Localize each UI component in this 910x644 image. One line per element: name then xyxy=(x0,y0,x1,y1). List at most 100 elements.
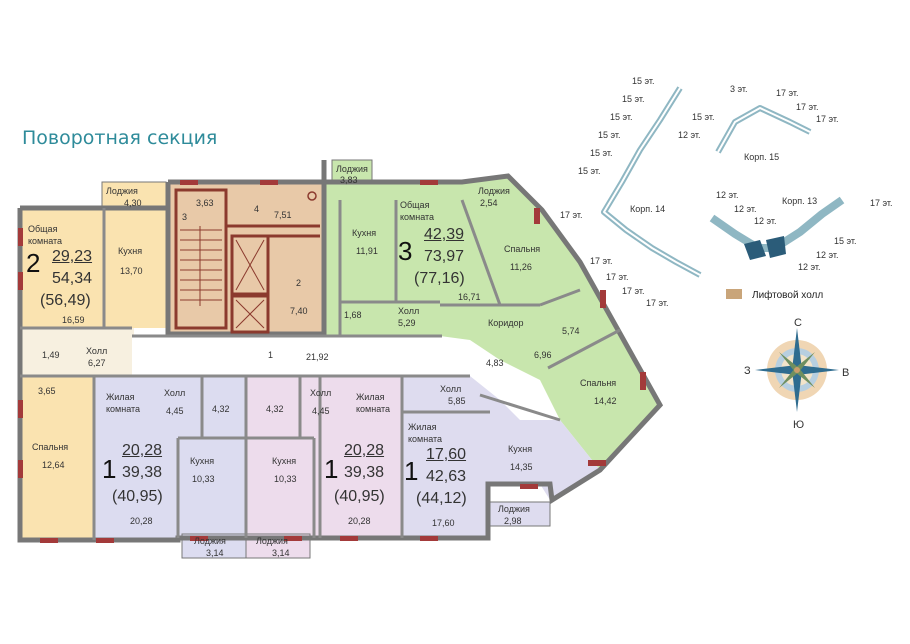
keyplan-floor: 17 эт. xyxy=(606,272,629,282)
circle-4: 4 xyxy=(254,204,260,214)
apt3-fill xyxy=(324,176,660,470)
apt3-loggia2-value: 2,54 xyxy=(480,198,498,208)
core-area-3: 7,40 xyxy=(290,306,308,316)
apt1a-room-label-1: Жилая xyxy=(106,392,135,402)
keyplan-floor: 15 эт. xyxy=(590,148,613,158)
apt1b-total-area: 39,38 xyxy=(344,464,385,481)
apt3-loggia-label: Лоджия xyxy=(336,164,368,174)
core-area-1: 3,63 xyxy=(196,198,214,208)
keyplan-floor: 3 эт. xyxy=(730,84,748,94)
compass-north: С xyxy=(794,317,802,329)
apt3-bath-area: 5,74 xyxy=(562,326,580,336)
corridor-fill xyxy=(132,336,442,376)
apt3-common-label-2: комната xyxy=(400,212,435,222)
apt1c-hall-area: 5,85 xyxy=(448,396,466,406)
apt1a-loggia-area: (40,95) xyxy=(112,488,163,505)
circle-1: 1 xyxy=(268,350,274,360)
apt1c-room-label-2: комната xyxy=(408,434,443,444)
apt1a-kitchen-area: 10,33 xyxy=(192,474,215,484)
loggia-b-value: 3,14 xyxy=(272,548,290,558)
loggia-a-value: 3,14 xyxy=(206,548,224,558)
keyplan-floor: 12 эт. xyxy=(716,190,739,200)
apt1b-living-area: 20,28 xyxy=(344,442,385,459)
apt1c-kitchen-label: Кухня xyxy=(508,444,533,454)
apt1b-loggia-area: (40,95) xyxy=(334,488,385,505)
apt2-rooms: 2 xyxy=(26,248,41,278)
core-area-2: 7,51 xyxy=(274,210,292,220)
legend-swatch xyxy=(726,289,742,299)
apt1a-rooms: 1 xyxy=(102,454,117,484)
keyplan-building-13: Корп. 13 xyxy=(782,196,818,206)
apt3-hall-label: Холл xyxy=(398,306,420,316)
apt1b-hall-area: 4,45 xyxy=(312,406,330,416)
apt1c-room-area: 17,60 xyxy=(432,518,455,528)
loggia-c-value: 2,98 xyxy=(504,516,522,526)
apt1b-bath-area: 4,32 xyxy=(266,404,284,414)
keyplan-floor: 15 эт. xyxy=(834,236,857,246)
keyplan-floor: 15 эт. xyxy=(622,94,645,104)
compass-west: З xyxy=(744,365,751,377)
keyplan-floor: 15 эт. xyxy=(610,112,633,122)
apt3-loggia-area: (77,16) xyxy=(414,270,465,287)
compass-south: Ю xyxy=(793,419,805,431)
apt3-bedroom1-label: Спальня xyxy=(504,244,541,254)
keyplan-floor: 12 эт. xyxy=(678,130,701,140)
apt1b-fill xyxy=(300,376,402,538)
apt2-kitchen-area: 13,70 xyxy=(120,266,143,276)
apt3-hall-area: 5,29 xyxy=(398,318,416,328)
apt1a-total-area: 39,38 xyxy=(122,464,163,481)
keyplan-floor: 15 эт. xyxy=(578,166,601,176)
apt1c-total-area: 42,63 xyxy=(426,468,467,485)
keyplan-floor: 17 эт. xyxy=(816,114,839,124)
apt2-loggia-fill xyxy=(101,181,167,209)
apt2-hall-fill xyxy=(20,328,134,376)
apt3-hall2-area: 6,96 xyxy=(534,350,552,360)
apt2-fill xyxy=(20,208,168,328)
apt2-bedroom-fill xyxy=(20,376,94,538)
apt3-rooms: 3 xyxy=(398,236,413,266)
apt2-bedroom-label: Спальня xyxy=(32,442,69,452)
apt1b-rooms: 1 xyxy=(324,454,339,484)
apt1b-room-label-2: комната xyxy=(356,404,391,414)
keyplan-floor: 17 эт. xyxy=(796,102,819,112)
loggia-c-fill xyxy=(489,501,551,527)
corridor-area: 21,92 xyxy=(306,352,329,362)
apt3-bedroom2-label: Спальня xyxy=(580,378,617,388)
apt1b-room-area: 20,28 xyxy=(348,516,371,526)
apt2-hall-label: Холл xyxy=(86,346,108,356)
keyplan-floor: 17 эт. xyxy=(870,198,893,208)
apt1c-room-label-1: Жилая xyxy=(408,422,437,432)
keyplan-building-14: Корп. 14 xyxy=(630,204,666,214)
apt1c-living-area: 17,60 xyxy=(426,446,467,463)
apt1a-kitchen-fill xyxy=(178,438,246,538)
keyplan-floor: 12 эт. xyxy=(798,262,821,272)
keyplan-floor: 17 эт. xyxy=(776,88,799,98)
apt1b-kitchen-label: Кухня xyxy=(272,456,297,466)
page-title: Поворотная секция xyxy=(22,127,218,149)
keyplan-floor: 15 эт. xyxy=(598,130,621,140)
apt1c-rooms: 1 xyxy=(404,456,419,486)
apt1a-bath-area: 4,32 xyxy=(212,404,230,414)
apt3-bedroom2-area: 14,42 xyxy=(594,396,617,406)
legend-label: Лифтовой холл xyxy=(752,290,824,301)
keyplan-floor: 12 эт. xyxy=(816,250,839,260)
apt2-bedroom-area: 12,64 xyxy=(42,460,65,470)
apt2-loggia-area: (56,49) xyxy=(40,292,91,309)
apt1a-kitchen-label: Кухня xyxy=(190,456,215,466)
apt2-loggia-label: Лоджия xyxy=(106,186,138,196)
apt2-room-area: 16,59 xyxy=(62,315,85,325)
apt2-common-label-1: Общая xyxy=(28,224,58,234)
core-shaft-circle xyxy=(307,191,317,201)
apt2-hall-area: 6,27 xyxy=(88,358,106,368)
apt3-kitchen-label: Кухня xyxy=(352,228,377,238)
circle-3: 3 xyxy=(182,212,188,222)
apt3-bedroom1-area: 11,26 xyxy=(510,262,532,272)
keyplan-floor: 15 эт. xyxy=(692,112,715,122)
loggia-c-label: Лоджия xyxy=(498,504,530,514)
apt2-bath-area: 1,49 xyxy=(42,350,60,360)
apt1a-room-area: 20,28 xyxy=(130,516,153,526)
apt1a-living-area: 20,28 xyxy=(122,442,163,459)
apt3-common-label-1: Общая xyxy=(400,200,430,210)
